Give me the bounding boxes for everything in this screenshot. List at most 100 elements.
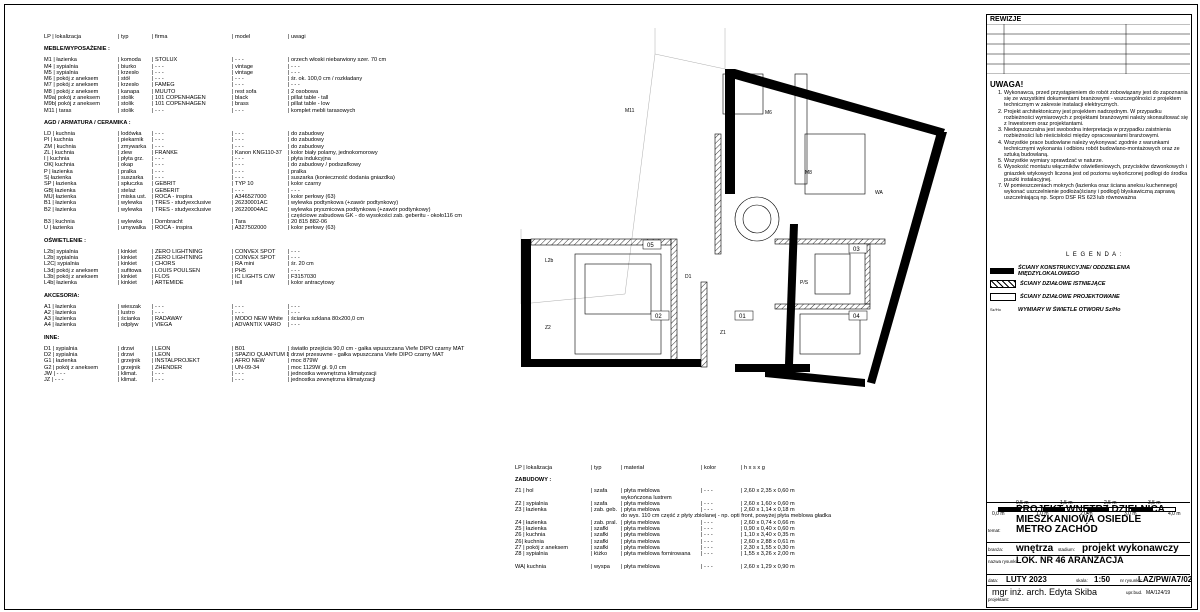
cell: | płyta meblowa (621, 507, 660, 514)
cell: | do zabudowy / podszafkowy (288, 162, 361, 169)
cell: D1 | sypialnia (44, 345, 78, 352)
cell: | - - - (288, 187, 300, 194)
cell: | AFRO NEW (232, 358, 265, 365)
cell: | ZERO LIGHTNING (152, 248, 203, 255)
cell: | - - - (232, 156, 244, 163)
cell: | kinkiet (118, 280, 137, 287)
legend-item: ŚCIANY DZIAŁOWE ISTNIEJĄCE (990, 277, 1186, 290)
schedule-row: Z8 | sypialnia| łóżko| płyta meblowa for… (515, 551, 1081, 557)
cell: LP | lokalizacja (515, 465, 553, 471)
cell: | światło przejścia 90,0 cm - gałka wpus… (288, 345, 465, 352)
cell: | szafki (591, 544, 609, 551)
cell: | - - - (152, 162, 164, 169)
stadium-value: projekt wykonawczy (1082, 543, 1179, 554)
cell: | LOUIS POULSEN (152, 267, 201, 274)
cell: wykończona lustrem (621, 494, 672, 501)
cell: | wylewka podtynkowa (+zawór podtynkowy) (288, 200, 399, 207)
legend-label: WYMIARY W ŚWIETLE OTWORU Sz/Ho (1018, 306, 1121, 313)
schedule-row: B1 | łazienka| wylewka| TRES - studyexcl… (44, 200, 518, 206)
cell: D2 | sypialnia (44, 351, 78, 358)
warning-note: Wszystkie wymiary sprawdzać w naturze. (1004, 158, 1192, 164)
cell: | - - - (701, 532, 713, 539)
cell: Z6 | kuchnia (515, 532, 546, 539)
cell: | ARTEMIDE (152, 280, 184, 287)
cell: | - - - (232, 162, 244, 169)
cell: | odpływ (118, 322, 139, 329)
cell: | - - - (232, 143, 244, 150)
skala-label: skala: (1076, 578, 1088, 583)
cell: | - - - (232, 377, 244, 384)
cell: | Dornbracht (152, 219, 183, 226)
cell: | grzejnik (118, 364, 141, 371)
room-04-label: 04 (853, 314, 860, 320)
cell: | łóżko (591, 551, 608, 558)
cell: | - - - (152, 137, 164, 144)
schedule-row: Z6| kuchnia| szafki| płyta meblowa| - - … (515, 539, 1081, 545)
cell: do wys. 110 cm część z płyty zbiolanej -… (621, 513, 832, 520)
cell: | pralka (288, 168, 307, 175)
tag-L2b: L2b (545, 258, 554, 264)
cell: | stolik (118, 107, 134, 114)
revisions-title: REWIZJE (990, 16, 1022, 23)
cell: | - - - (288, 255, 300, 262)
cell: | rest sofa (232, 88, 257, 95)
cell: L4b| łazienka (44, 280, 77, 287)
schedule-row: M1 | łazienka| komoda| STOLUX| - - -| or… (44, 57, 518, 63)
cell: | lustro (118, 309, 135, 316)
cell: | drzwi (118, 345, 135, 352)
legend-swatch (990, 267, 1014, 274)
cell: | brass (232, 101, 249, 108)
cell: | płyta meblowa (621, 519, 660, 526)
cell: | zlew (118, 149, 133, 156)
cell: | kolor czarny (288, 181, 322, 188)
cell: | - - - (152, 143, 164, 150)
cell: | - - - (232, 370, 244, 377)
warning-note: Wszystkie prace budowlane należy wykonyw… (1004, 140, 1192, 159)
cell: L2b| sypialnia (44, 248, 79, 255)
legend-title: L E G E N D A : (1066, 252, 1123, 258)
schedule-row: wykończona lustrem (515, 495, 1081, 501)
cell: | kolor (701, 465, 717, 471)
cell: | - - - (288, 69, 300, 76)
cell: | szafa (591, 488, 608, 495)
cell: | 20 815 882-06 (288, 219, 328, 226)
cell: | h x s x g (741, 465, 765, 471)
legend-item: ŚCIANY KONSTRUKCYJNE/ ODDZIELENIA MIĘDZY… (990, 264, 1186, 277)
schedule-row: LD | kuchnia| lodówka| - - -| - - -| do … (44, 131, 518, 137)
cell: Z5 | łazienka (515, 526, 547, 533)
nr-label: nr rysunku: (1120, 578, 1143, 583)
cell: M9a| pokój z aneksem (44, 95, 100, 102)
cell: Z8 | sypialnia (515, 551, 548, 558)
schedule-row: Z1 | hol| szafa| płyta meblowa| - - -| 2… (515, 488, 1081, 494)
scale-label: 0,0 m (992, 511, 1005, 517)
schedule-section-title: MEBLE/WYPOSAŻENIE : (44, 46, 110, 53)
temat-label: temat: (988, 528, 1001, 533)
cell: | kolor biały polamy, jednokomorowy (288, 149, 378, 156)
cell: | TRES - studyexclusive (152, 200, 212, 207)
cell: | moc 1129W gł. 9,0 cm (288, 364, 347, 371)
cell: PI | kuchnia (44, 137, 74, 144)
cell: | firma (152, 34, 168, 40)
cell: | LEON (152, 345, 171, 352)
cell: | płyta meblowa (621, 526, 660, 533)
schedule-row: M9a| pokój z aneksem| stolik| 101 COPENH… (44, 95, 518, 101)
cell: | 2 osobowa (288, 88, 319, 95)
schedule-row: M7 | pokój z aneksem| krzesło| FAMEG| - … (44, 82, 518, 88)
schedule-row: Z7 | pokój z aneksem| szafki| płyta mebl… (515, 545, 1081, 551)
cell: M4 | sypialnia (44, 63, 79, 70)
cell: G2 | pokój z aneksem (44, 364, 98, 371)
schedule-row: G2 | pokój z aneksem| grzejnik| ZHENDER|… (44, 365, 518, 371)
cell: M5 | sypialnia (44, 69, 79, 76)
cell: M1 | łazienka (44, 57, 77, 64)
room-05-label: 05 (647, 243, 654, 249)
schedule-row: SP | łazienka| spłuczka| GEBRIT| TYP 10|… (44, 181, 518, 187)
cell: | ZERO LIGHTNING (152, 255, 203, 262)
schedule-row: Z2 | sypialnia| szafa| płyta meblowa| - … (515, 501, 1081, 507)
legend-swatch (990, 292, 1016, 301)
cell: | drzwi przesuwne - gałka wpuszczana Vie… (288, 351, 444, 358)
cell: | - - - (701, 526, 713, 533)
cell (921, 513, 961, 519)
cell: | - - - (288, 309, 300, 316)
cell: | moc 879W (288, 358, 318, 365)
schedule-main: LP | lokalizacja| typ| firma| model| uwa… (44, 34, 518, 383)
